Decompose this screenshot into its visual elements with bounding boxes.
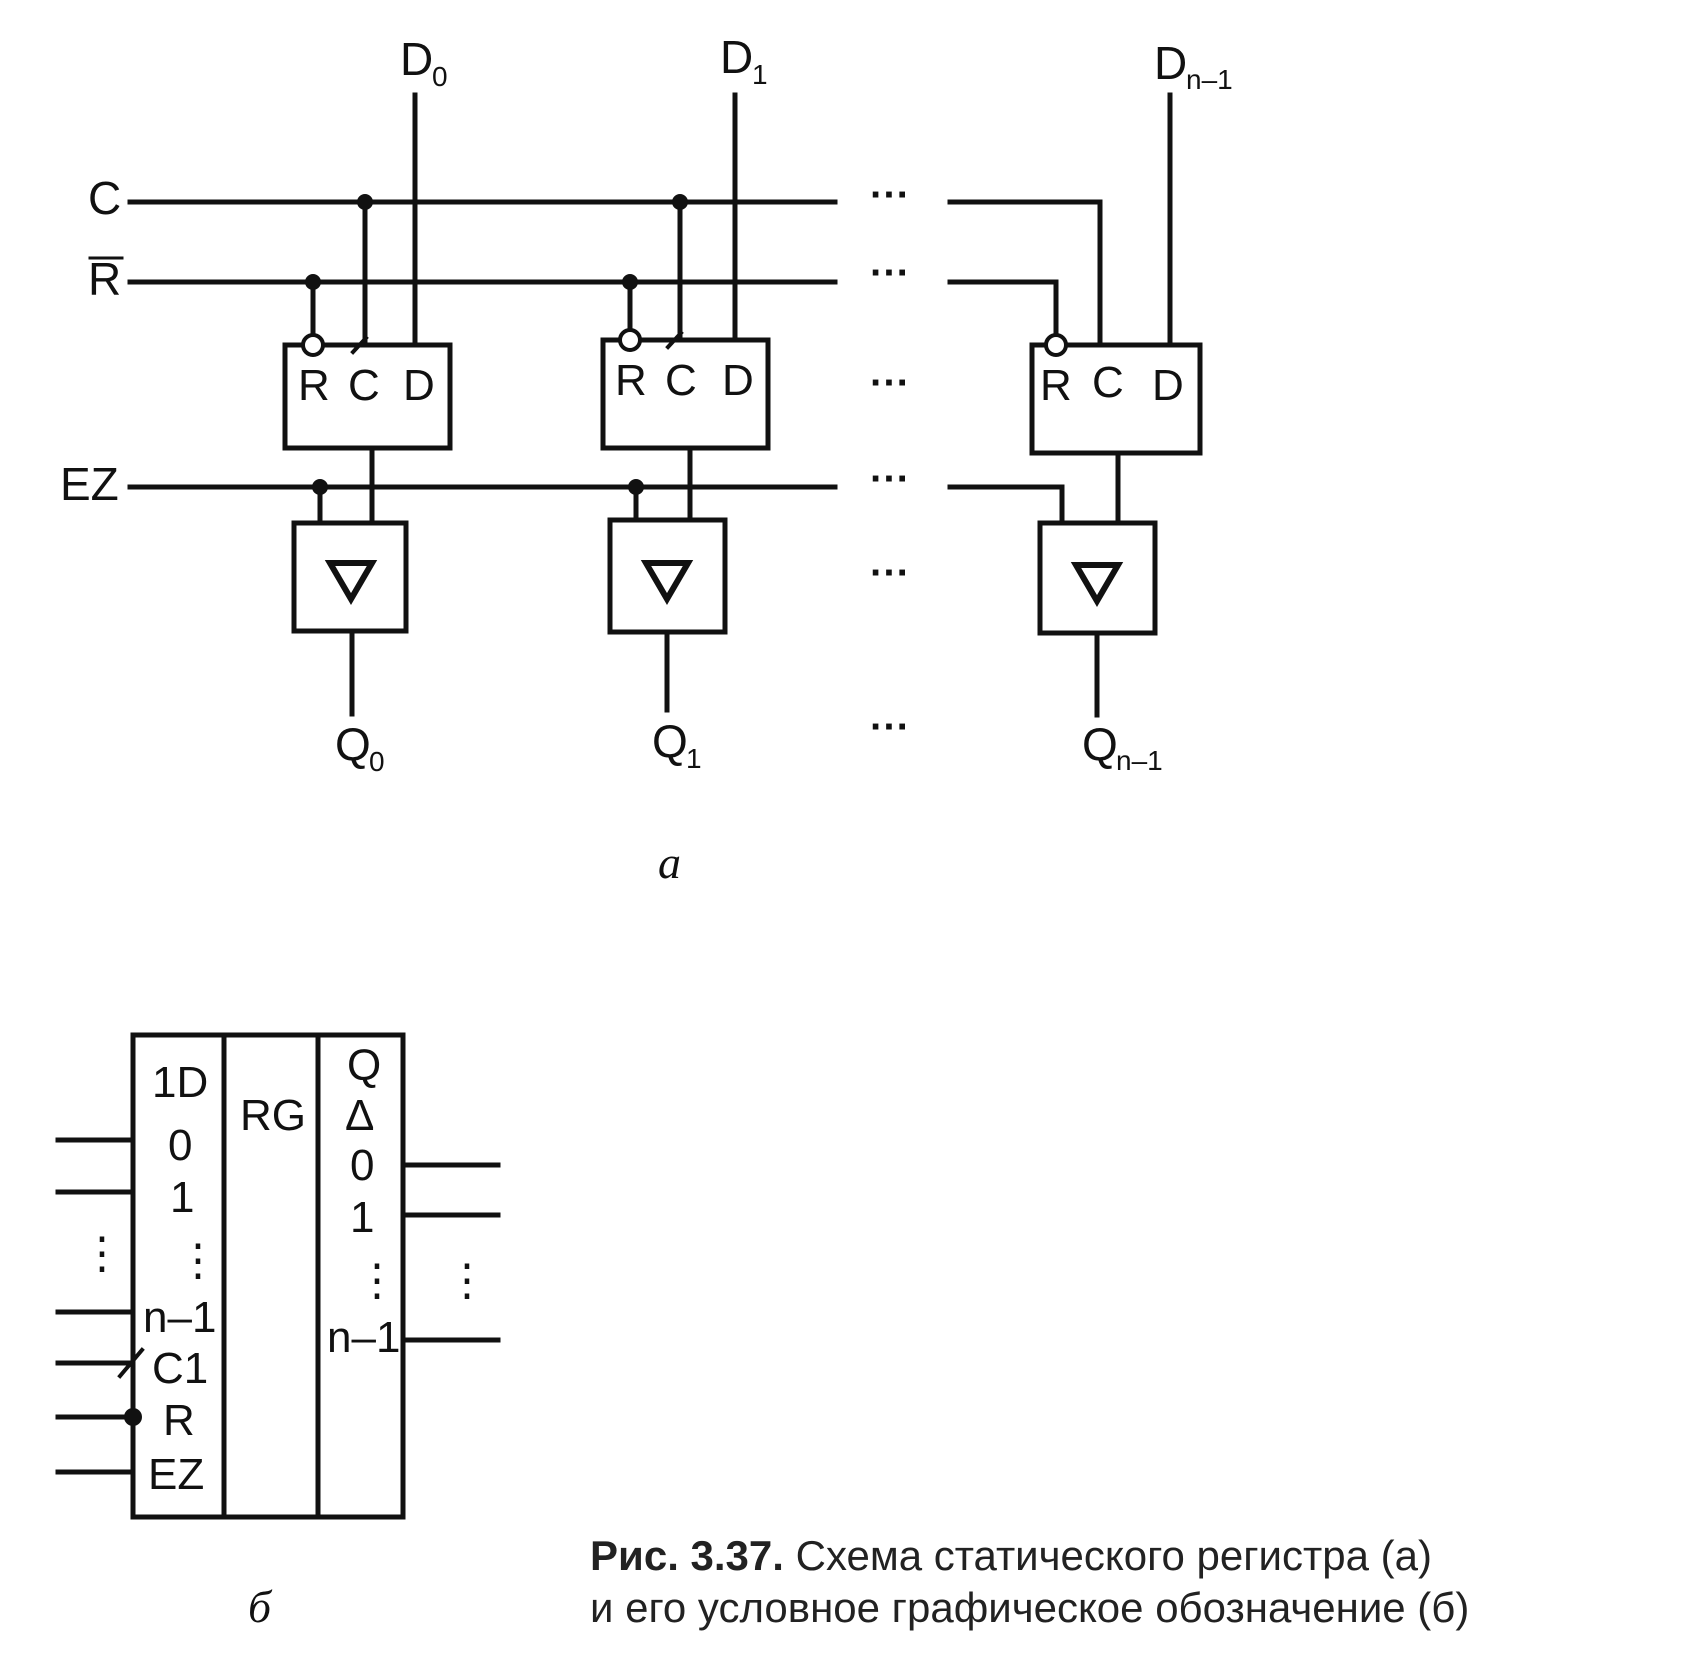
inversion-bubble xyxy=(301,333,325,357)
stage-n-1: D n–1 R C D Q n–1 xyxy=(1029,37,1233,776)
signal-ez-label: EZ xyxy=(60,458,119,510)
inversion-bubble xyxy=(618,328,642,352)
rg-label-0: 0 xyxy=(168,1121,192,1170)
pin-r: R xyxy=(298,361,330,410)
q0-sub: 0 xyxy=(369,746,385,777)
trigger-0 xyxy=(282,342,453,451)
q1-label: Q xyxy=(652,715,688,767)
rg-label-q: Q xyxy=(347,1041,381,1090)
trigger-n-1 xyxy=(1029,342,1203,456)
rg-label-n1-out: n–1 xyxy=(327,1313,400,1362)
buffer-triangle-icon xyxy=(640,560,694,605)
dn1-sub: n–1 xyxy=(1186,64,1233,95)
d0-sub: 0 xyxy=(432,61,448,92)
ellipsis-buffers: ··· xyxy=(870,551,910,595)
ellipsis-ez: ··· xyxy=(870,457,910,501)
rg-label-r: R xyxy=(163,1396,195,1445)
figure-caption: Рис. 3.37. Схема статического регистра (… xyxy=(590,1530,1469,1634)
rg-label-ez: EZ xyxy=(148,1450,204,1499)
inversion-bubble xyxy=(124,1408,142,1426)
label-b: б xyxy=(248,1581,273,1632)
bus-c xyxy=(127,199,1103,348)
dn1-label: D xyxy=(1154,37,1187,89)
stage-1: D 1 R C D Q 1 xyxy=(600,31,771,774)
buffer-triangle-icon xyxy=(324,560,378,605)
stage-0: D 0 R C D Q 0 xyxy=(282,33,453,777)
q1-sub: 1 xyxy=(686,743,702,774)
qn1-label: Q xyxy=(1082,718,1118,770)
caption-line-1: Схема статического регистра (а) xyxy=(795,1532,1432,1579)
register-symbol: 1D 0 1 ⋮ n–1 C1 R EZ RG Q Δ 0 1 ⋮ n–1 xyxy=(55,1032,501,1520)
caption-line-2: и его условное графическое обозначение (… xyxy=(590,1584,1470,1631)
d0-label: D xyxy=(400,33,433,85)
rg-label-1d: 1D xyxy=(152,1058,208,1107)
d1-label: D xyxy=(720,31,753,83)
pin-c: C xyxy=(1092,358,1124,407)
rg-label-rg: RG xyxy=(240,1091,306,1140)
d1-sub: 1 xyxy=(752,59,768,90)
buffer-n-1 xyxy=(1037,520,1158,636)
signal-r-label: R xyxy=(88,253,121,305)
q0-label: Q xyxy=(335,718,371,770)
rg-label-out-1: 1 xyxy=(350,1193,374,1242)
output-vdots: ⋮ xyxy=(445,1256,489,1305)
pin-r: R xyxy=(615,356,647,405)
ellipsis-c: ··· xyxy=(870,173,910,217)
inversion-bubble xyxy=(1044,333,1068,357)
input-vdots: ⋮ xyxy=(80,1229,124,1278)
rg-label-dots-out: ⋮ xyxy=(355,1256,399,1305)
pin-d: D xyxy=(722,356,754,405)
rg-label-delta: Δ xyxy=(345,1091,374,1140)
buffer-0 xyxy=(291,520,409,634)
rg-label-dots-in: ⋮ xyxy=(176,1236,220,1285)
pin-c: C xyxy=(348,361,380,410)
buffer-1 xyxy=(607,517,728,635)
bus-ez xyxy=(127,484,1065,526)
ellipsis-outputs: ··· xyxy=(870,705,910,749)
rg-label-out-0: 0 xyxy=(350,1141,374,1190)
pin-c: C xyxy=(665,356,697,405)
pin-d: D xyxy=(1152,361,1184,410)
signal-c-label: C xyxy=(88,172,121,224)
rg-label-1: 1 xyxy=(170,1173,194,1222)
ellipsis-r: ··· xyxy=(870,251,910,295)
trigger-1 xyxy=(600,337,771,451)
label-a: а xyxy=(658,837,681,888)
ellipsis-triggers: ··· xyxy=(870,361,910,405)
qn1-sub: n–1 xyxy=(1116,745,1163,776)
bus-r xyxy=(127,279,1059,338)
pin-r: R xyxy=(1040,361,1072,410)
caption-prefix: Рис. 3.37. xyxy=(590,1532,784,1579)
buffer-triangle-icon xyxy=(1070,562,1124,607)
pin-d: D xyxy=(403,361,435,410)
rg-label-n1-in: n–1 xyxy=(143,1293,216,1342)
rg-label-c1: C1 xyxy=(152,1344,208,1393)
